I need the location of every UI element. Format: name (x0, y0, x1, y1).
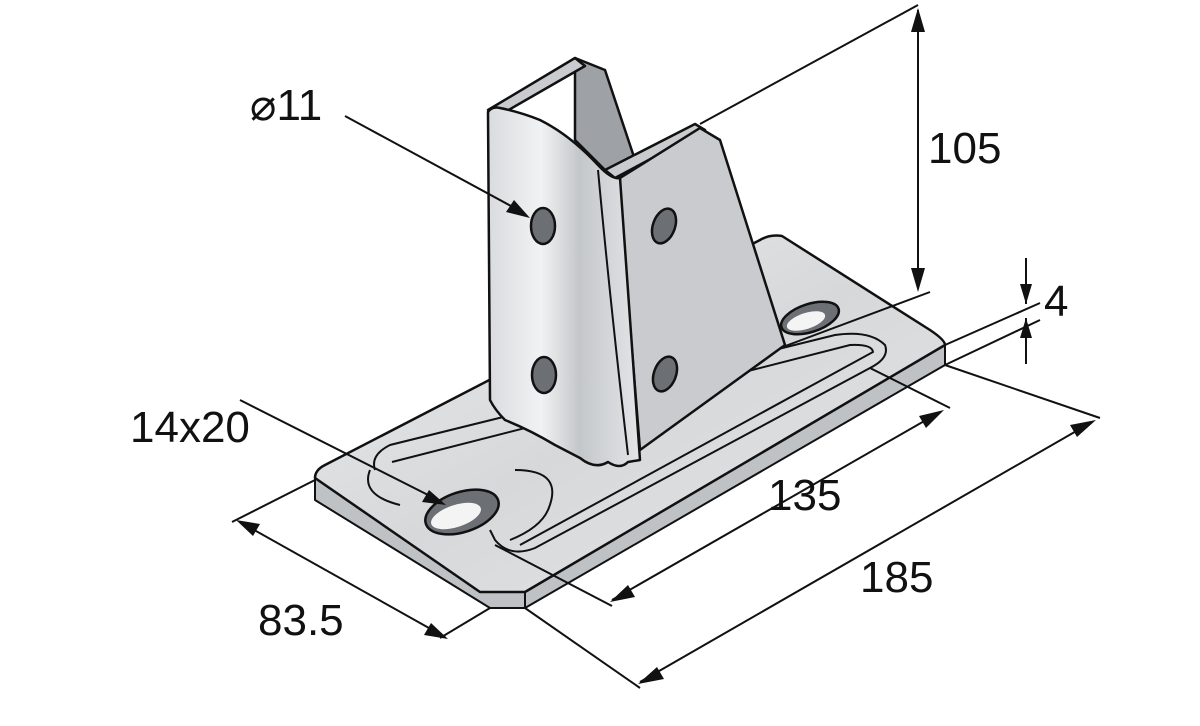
height-label: 105 (928, 124, 1001, 173)
post-hole-top-left (529, 206, 557, 246)
height-arrow-top (911, 8, 925, 32)
slot-length-ext-left (494, 544, 613, 607)
post-hole-bottom-right (651, 355, 679, 393)
plate-width-ext-left (231, 479, 316, 523)
channel-post (486, 56, 787, 468)
slot-hole-rear-highlight (786, 311, 826, 331)
plate-length-label: 185 (860, 553, 933, 602)
plate-length-arrow-right (1070, 420, 1096, 437)
post-front-face (486, 106, 642, 468)
height-arrow-bottom (911, 268, 925, 292)
plate-width-arrow-right (424, 623, 448, 639)
dimension-lines (231, 4, 1101, 689)
slot-channel-outline (373, 332, 887, 553)
post-fold-line (597, 169, 629, 456)
dimension-labels: ⌀11 105 4 14x20 135 185 83.5 (130, 81, 1068, 645)
plate-width-arrow-left (236, 520, 260, 536)
slot-channel-inner (391, 343, 875, 546)
plate-length-dim-line (639, 421, 1093, 683)
slot-hole-front-highlight (431, 502, 481, 530)
thickness-arrow-bottom (1020, 318, 1032, 338)
plate-length-ext-left (524, 607, 641, 689)
slot-length-dim-line (611, 411, 941, 601)
hole-diameter-label: ⌀11 (250, 81, 322, 130)
plate-width-dim-line (239, 521, 446, 638)
slot-length-ext-right (869, 367, 951, 409)
post-hole-top-right (650, 207, 678, 245)
slot-size-label: 14x20 (130, 403, 250, 452)
rib-right (509, 469, 554, 541)
slot-length-arrow-left (610, 585, 635, 602)
hole-diameter-arrow (506, 200, 530, 218)
height-ext-top (699, 4, 919, 125)
plate-width-label: 83.5 (258, 596, 344, 645)
slot-size-leader (239, 399, 439, 501)
post-lip-left (486, 56, 587, 114)
slot-size-arrow (422, 490, 446, 505)
plate-length-ext-right (944, 364, 1101, 419)
plate-width-ext-right (439, 607, 491, 639)
post-hole-bottom-left (530, 355, 558, 395)
slot-length-label: 135 (768, 471, 841, 520)
thickness-ext-top (944, 302, 1041, 346)
slot-length-arrow-right (919, 410, 944, 428)
thickness-label: 4 (1044, 277, 1068, 326)
plate-length-arrow-left (638, 667, 664, 684)
hole-diameter-leader (344, 115, 523, 213)
rib-left (367, 469, 401, 506)
thickness-arrow-top (1020, 284, 1032, 304)
height-ext-bottom (779, 291, 931, 349)
